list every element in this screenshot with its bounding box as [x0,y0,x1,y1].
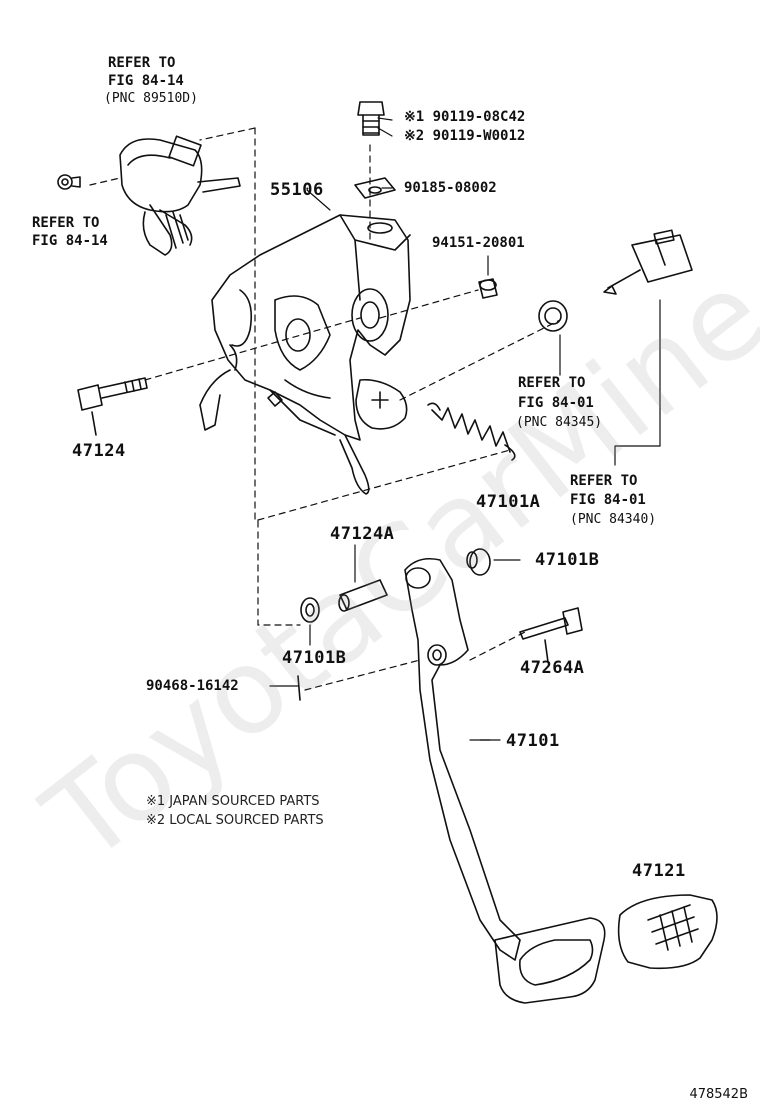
part-47124: 47124 [72,441,126,461]
ref-1-line3: (PNC 89510D) [104,91,198,106]
spring-47101A-drawing [427,402,516,461]
pin-47264A-drawing [519,607,583,663]
part-90468: 90468-16142 [146,678,239,694]
grommet-drawing [538,300,568,332]
ref-4-line2: FIG 84-01 [570,492,646,508]
diagram-code: 478542B [689,1087,748,1102]
ref-3-line2: FIG 84-01 [518,395,594,411]
clip-90185-drawing [354,177,396,199]
part-47101: 47101 [506,731,560,751]
dashed-leaders [89,127,561,691]
part-47124A: 47124A [330,524,395,544]
part-90119-local: ※2 90119-W0012 [404,128,526,144]
part-47101B-right: 47101B [535,550,600,570]
pedal-pad-drawing [617,894,718,970]
ref-4-line1: REFER TO [570,473,638,489]
ref-1-line1: REFER TO [108,55,176,71]
part-47101A: 47101A [476,492,541,512]
bushing-right-drawing [466,548,521,576]
bushing-left-drawing [300,597,320,623]
part-47121: 47121 [632,861,686,881]
part-90185: 90185-08002 [404,180,497,196]
part-55106: 55106 [270,180,324,200]
note-local-sourced: ※2 LOCAL SOURCED PARTS [146,813,324,828]
bolt-90119-drawing [357,101,385,136]
part-47101B-left: 47101B [282,648,347,668]
ref-3-line3: (PNC 84345) [516,415,603,430]
part-90119-japan: ※1 90119-08C42 [404,109,526,125]
note-japan-sourced: ※1 JAPAN SOURCED PARTS [146,794,320,809]
stop-lamp-switch-drawing [57,135,241,256]
ref-1-line2: FIG 84-14 [108,73,184,89]
cushion-94151-drawing [478,278,498,299]
bolt-47124-drawing [77,377,148,436]
pedal-pad-base-drawing [494,917,606,1004]
pedal-arm-drawing [404,557,521,961]
switch-right-drawing [603,229,693,295]
collar-47124A-drawing [338,579,388,612]
ref-2-line2: FIG 84-14 [32,233,108,249]
clip-90468-drawing [269,675,301,701]
ref-2-line1: REFER TO [32,215,100,231]
ref-3-line1: REFER TO [518,375,586,391]
bracket-drawing [199,214,411,495]
ref-4-line3: (PNC 84340) [570,512,657,527]
part-94151: 94151-20801 [432,235,525,251]
part-47264A: 47264A [520,658,585,678]
